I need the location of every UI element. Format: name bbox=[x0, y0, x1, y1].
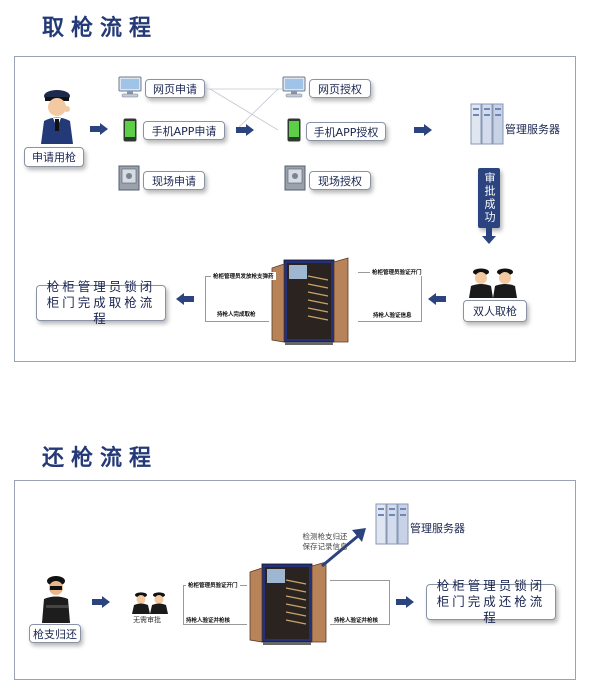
web-apply-label: 网页申请 bbox=[145, 79, 205, 98]
note-admin-verify: 枪柜管理员验证开门 bbox=[370, 268, 424, 276]
arrow-down bbox=[482, 228, 496, 244]
apply-user-label: 申请用枪 bbox=[24, 147, 84, 167]
phone-icon bbox=[287, 118, 301, 142]
police-officer-icon bbox=[41, 90, 73, 144]
final-withdraw-label: 枪柜管理员锁闭柜门完成取枪流程 bbox=[36, 279, 166, 326]
note-holder-check: 持枪人验证并枪核 bbox=[186, 618, 231, 624]
computer-icon bbox=[118, 76, 142, 98]
server-note: 检测枪支归还 保存记录信息 bbox=[285, 532, 365, 552]
terminal-icon bbox=[284, 165, 306, 191]
dual-take-label: 双人取枪 bbox=[463, 300, 527, 322]
note-holder-verify: 持枪人验证信息 bbox=[373, 313, 412, 319]
connector-lines bbox=[206, 88, 282, 131]
approved-box: 审批成功 bbox=[478, 168, 500, 228]
note-admin-verify-return: 枪柜管理员验证开门 bbox=[186, 581, 240, 589]
note-admin-issue: 枪柜管理员发放枪支弹药 bbox=[211, 272, 276, 280]
phone-icon bbox=[123, 118, 137, 142]
server-note-line: 检测枪支归还 保存记录信息 bbox=[302, 532, 348, 551]
note-holder-done: 持枪人完成取枪 bbox=[217, 312, 256, 318]
note-bracket bbox=[330, 580, 390, 625]
withdraw-title: 取枪流程 bbox=[42, 16, 159, 41]
return-title: 还枪流程 bbox=[42, 446, 159, 471]
arrow-right bbox=[90, 123, 108, 135]
server-icon bbox=[375, 503, 409, 545]
site-auth-label: 现场授权 bbox=[309, 171, 371, 190]
no-approval-label: 无需审批 bbox=[133, 616, 161, 624]
note-holder-verify-check: 持枪人验证并枪核 bbox=[334, 618, 379, 624]
two-officers-icon bbox=[132, 592, 168, 614]
arrow-left bbox=[428, 293, 446, 305]
arrow-diagonal bbox=[321, 528, 366, 568]
app-auth-label: 手机APP授权 bbox=[306, 122, 386, 141]
arrow-right bbox=[396, 596, 414, 608]
server-label-return: 管理服务器 bbox=[410, 522, 465, 535]
server-icon bbox=[470, 103, 504, 145]
web-auth-label: 网页授权 bbox=[309, 79, 371, 98]
arrow-left bbox=[176, 293, 194, 305]
terminal-icon bbox=[118, 165, 140, 191]
two-officers-icon bbox=[469, 268, 517, 298]
arrow-right bbox=[236, 124, 254, 136]
site-apply-label: 现场申请 bbox=[143, 171, 205, 190]
computer-icon bbox=[282, 76, 306, 98]
return-user-label: 枪支归还 bbox=[29, 624, 81, 643]
arrow-right bbox=[92, 596, 110, 608]
app-apply-label: 手机APP申请 bbox=[143, 121, 225, 140]
armed-officer-icon bbox=[42, 576, 70, 623]
final-return-label: 枪柜管理员锁闭柜门完成还枪流程 bbox=[426, 578, 556, 625]
gun-cabinet-icon bbox=[249, 561, 327, 645]
gun-cabinet-icon bbox=[271, 257, 349, 345]
arrow-right bbox=[414, 124, 432, 136]
server-label: 管理服务器 bbox=[505, 123, 560, 136]
